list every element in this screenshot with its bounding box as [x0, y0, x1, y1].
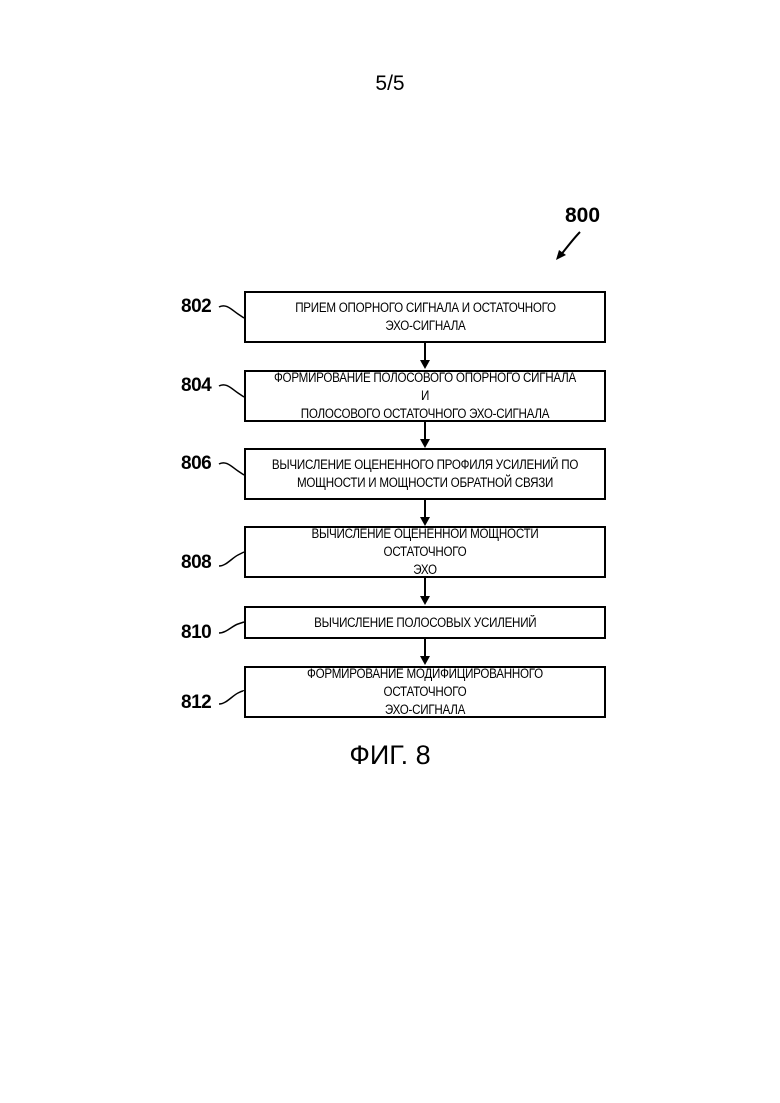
flow-step-804: ФОРМИРОВАНИЕ ПОЛОСОВОГО ОПОРНОГО СИГНАЛА…: [244, 370, 606, 422]
flow-step-806: ВЫЧИСЛЕНИЕ ОЦЕНЕННОГО ПРОФИЛЯ УСИЛЕНИЙ П…: [244, 448, 606, 500]
flow-step-802-text: ПРИЕМ ОПОРНОГО СИГНАЛА И ОСТАТОЧНОГО ЭХО…: [295, 299, 556, 335]
flow-step-808: ВЫЧИСЛЕНИЕ ОЦЕНЕННОЙ МОЩНОСТИ ОСТАТОЧНОГ…: [244, 526, 606, 578]
flow-step-808-text: ВЫЧИСЛЕНИЕ ОЦЕНЕННОЙ МОЩНОСТИ ОСТАТОЧНОГ…: [271, 525, 579, 579]
step-number-802: 802: [181, 296, 211, 318]
step-number-804: 804: [181, 375, 211, 397]
step-number-810: 810: [181, 622, 211, 644]
flow-step-802: ПРИЕМ ОПОРНОГО СИГНАЛА И ОСТАТОЧНОГО ЭХО…: [244, 291, 606, 343]
flow-step-804-text: ФОРМИРОВАНИЕ ПОЛОСОВОГО ОПОРНОГО СИГНАЛА…: [271, 369, 579, 423]
step-number-812: 812: [181, 692, 211, 714]
flow-step-812: ФОРМИРОВАНИЕ МОДИФИЦИРОВАННОГО ОСТАТОЧНО…: [244, 666, 606, 718]
flow-step-812-text: ФОРМИРОВАНИЕ МОДИФИЦИРОВАННОГО ОСТАТОЧНО…: [271, 665, 579, 719]
step-number-806: 806: [181, 453, 211, 475]
flow-step-810: ВЫЧИСЛЕНИЕ ПОЛОСОВЫХ УСИЛЕНИЙ: [244, 606, 606, 639]
flow-step-810-text: ВЫЧИСЛЕНИЕ ПОЛОСОВЫХ УСИЛЕНИЙ: [314, 614, 536, 632]
step-number-808: 808: [181, 552, 211, 574]
figure-caption: ФИГ. 8: [0, 740, 780, 771]
flow-step-806-text: ВЫЧИСЛЕНИЕ ОЦЕНЕННОГО ПРОФИЛЯ УСИЛЕНИЙ П…: [272, 456, 578, 492]
